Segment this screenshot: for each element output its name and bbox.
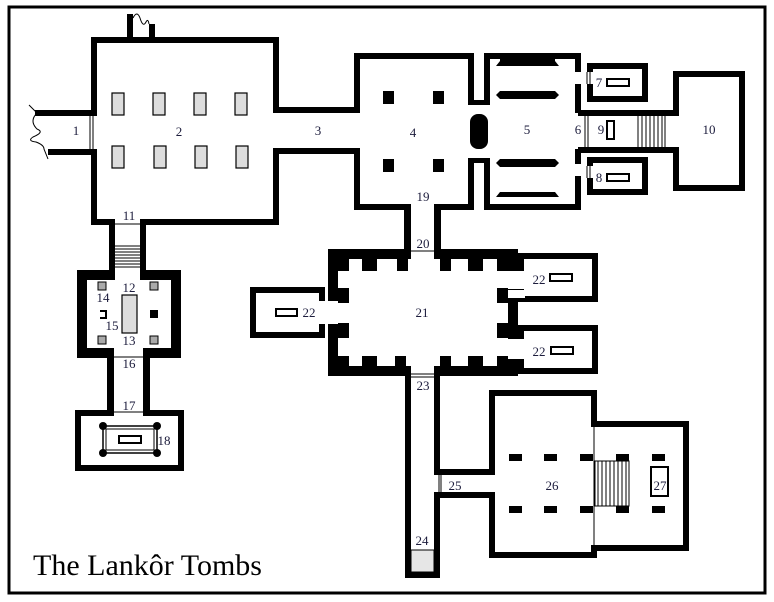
room-2-pillars [111,92,249,169]
label-9: 9 [598,122,605,137]
label-25: 25 [449,478,462,493]
statue-icon [97,281,107,291]
statue-icon [149,281,159,291]
room-5 [484,53,581,210]
label-14: 14 [97,290,111,305]
label-24: 24 [416,533,430,548]
label-12: 12 [123,280,136,295]
room-5-pillars [496,59,559,197]
label-22-southeast: 22 [533,344,546,359]
corridor-3 [273,107,360,154]
label-2: 2 [176,124,183,139]
label-16: 16 [123,356,137,371]
label-21: 21 [416,305,429,320]
collapsed-shaft [127,13,155,40]
label-8: 8 [596,170,603,185]
label-5: 5 [524,122,531,137]
label-1: 1 [73,123,80,138]
label-27: 27 [654,478,668,493]
room-26-pillars [509,454,665,513]
label-3: 3 [315,123,322,138]
room-22-west [250,287,325,338]
stairs-26 [594,460,630,507]
corridor-6-9 [578,110,678,153]
label-6: 6 [575,122,582,137]
altar-15 [121,294,138,334]
room-4-pillars [383,91,444,172]
map-title: The Lankôr Tombs [33,549,262,582]
corridor-25 [434,469,493,498]
room-2 [91,37,279,225]
room-26 [489,390,689,558]
corridor-16-17 [107,355,150,415]
label-26: 26 [546,478,560,493]
statue-icon [149,335,159,345]
room-21-buttresses [338,258,508,369]
label-23: 23 [417,378,430,393]
room-1-entrance [28,104,95,160]
label-18: 18 [158,433,171,448]
label-22-west: 22 [303,305,316,320]
corridor-20 [404,205,441,255]
room-10 [673,71,745,191]
pillar-oval [470,114,488,149]
label-13: 13 [123,333,136,348]
label-10: 10 [703,122,716,137]
sarcophagus-27 [650,466,669,497]
label-7: 7 [596,75,603,90]
statue-icon [97,335,107,345]
sarcophagus-18 [99,422,161,457]
label-4: 4 [410,125,417,140]
label-19: 19 [417,189,430,204]
room-labels: 1 2 3 4 5 6 7 8 9 10 11 12 13 14 15 16 1… [73,75,716,548]
label-20: 20 [417,236,430,251]
label-17: 17 [123,398,137,413]
shrine-details [97,281,159,345]
label-11: 11 [123,208,136,223]
label-22-northeast: 22 [533,272,546,287]
label-15: 15 [106,318,119,333]
stairs-11 [109,219,146,277]
